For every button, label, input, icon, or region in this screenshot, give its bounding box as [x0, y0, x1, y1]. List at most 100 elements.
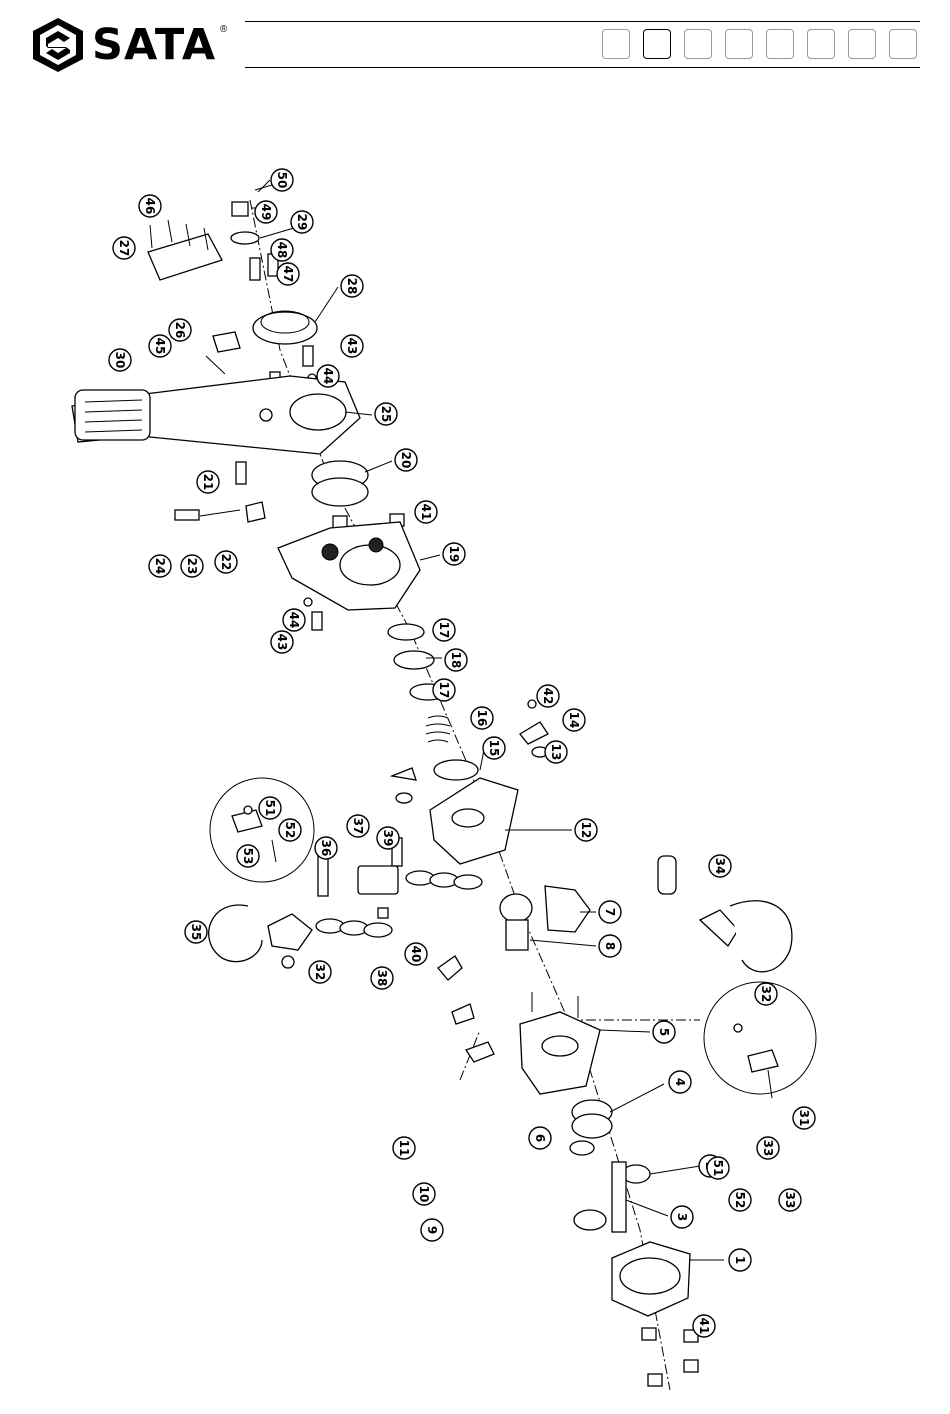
part-callout: 16	[471, 707, 493, 729]
callout-label: 14	[567, 712, 581, 729]
part-callout: 10	[413, 1183, 435, 1205]
part-callout: 24	[149, 555, 171, 577]
callout-label: 41	[697, 1318, 711, 1335]
callout-label: 49	[259, 204, 273, 221]
callout-label: 26	[173, 322, 187, 339]
callout-label: 12	[579, 822, 593, 839]
part-callout: 30	[109, 349, 131, 371]
callout-label: 19	[447, 546, 461, 563]
part-callout: 32	[309, 961, 331, 983]
part-callout: 48	[271, 239, 293, 261]
part-callout: 13	[545, 741, 567, 763]
callout-label: 52	[733, 1192, 747, 1209]
callout-label: 28	[345, 278, 359, 295]
callout-label: 32	[313, 964, 327, 981]
callout-label: 31	[797, 1110, 811, 1127]
part-callout: 51	[707, 1157, 729, 1179]
part-callout: 23	[181, 555, 203, 577]
callout-label: 53	[241, 848, 255, 865]
part-callout: 42	[537, 685, 559, 707]
part-callout: 3	[671, 1206, 693, 1228]
part-callout: 33	[779, 1189, 801, 1211]
part-callout: 14	[563, 709, 585, 731]
callout-label: 44	[321, 368, 335, 385]
callout-label: 17	[437, 682, 451, 699]
part-callout: 49	[255, 201, 277, 223]
part-callout: 17	[433, 619, 455, 641]
part-callout: 53	[237, 845, 259, 867]
part-callout: 12	[575, 819, 597, 841]
chapter-tab[interactable]	[889, 29, 917, 59]
chapter-tab[interactable]	[602, 29, 630, 59]
callout-label: 33	[783, 1192, 797, 1209]
part-callout: 31	[793, 1107, 815, 1129]
part-callout: 41	[693, 1315, 715, 1337]
callout-label: 50	[275, 172, 289, 189]
part-callout: 36	[315, 837, 337, 859]
part-callout: 43	[271, 631, 293, 653]
part-callout: 45	[149, 335, 171, 357]
callout-label: 8	[603, 942, 617, 950]
callout-label: 38	[375, 970, 389, 987]
registered-mark: ®	[220, 24, 227, 35]
callout-label: 34	[713, 858, 727, 875]
brand-name: SATA	[92, 20, 216, 70]
callout-label: 24	[153, 558, 167, 575]
chapter-tab[interactable]	[848, 29, 876, 59]
callout-label: 44	[287, 612, 301, 629]
chapter-tab[interactable]	[766, 29, 794, 59]
callout-label: 13	[549, 744, 563, 761]
part-callout: 29	[291, 211, 313, 233]
callout-label: 21	[201, 474, 215, 491]
callout-label: 48	[275, 242, 289, 259]
callout-label: 10	[417, 1186, 431, 1203]
part-callout: 6	[529, 1127, 551, 1149]
callout-label: 52	[283, 822, 297, 839]
callout-label: 5	[657, 1028, 671, 1036]
chapter-tab[interactable]	[725, 29, 753, 59]
part-callout: 4	[669, 1071, 691, 1093]
part-callout: 52	[729, 1189, 751, 1211]
chapter-tab[interactable]	[807, 29, 835, 59]
part-callout: 28	[341, 275, 363, 297]
callout-label: 51	[263, 800, 277, 817]
callout-label: 32	[759, 986, 773, 1003]
callout-label: 9	[425, 1226, 439, 1234]
header-rule-top	[245, 21, 920, 22]
callout-label: 30	[113, 352, 127, 369]
part-callout: 52	[279, 819, 301, 841]
part-callout: 25	[375, 403, 397, 425]
chapter-tab[interactable]	[643, 29, 671, 59]
part-callout: 37	[347, 815, 369, 837]
part-callout: 20	[395, 449, 417, 471]
part-callout: 9	[421, 1219, 443, 1241]
part-callout: 39	[377, 827, 399, 849]
part-callout: 41	[415, 501, 437, 523]
part-callout: 8	[599, 935, 621, 957]
callout-label: 23	[185, 558, 199, 575]
part-callout: 17	[433, 679, 455, 701]
part-callout: 21	[197, 471, 219, 493]
page-header: SATA ®	[0, 0, 950, 80]
callout-label: 18	[449, 652, 463, 669]
callout-label: 45	[153, 338, 167, 355]
part-callout: 18	[445, 649, 467, 671]
callout-label: 20	[399, 452, 413, 469]
part-callout: 26	[169, 319, 191, 341]
callout-label: 25	[379, 406, 393, 423]
callout-label: 16	[475, 710, 489, 727]
callout-label: 11	[397, 1140, 411, 1157]
callout-label: 33	[761, 1140, 775, 1157]
sata-hexagon-icon	[28, 16, 88, 74]
part-callout: 5	[653, 1021, 675, 1043]
header-rule-bottom	[245, 67, 920, 68]
callout-label: 36	[319, 840, 333, 857]
callout-label: 29	[295, 214, 309, 231]
part-callout: 44	[283, 609, 305, 631]
callout-label: 4	[673, 1078, 687, 1086]
part-callout: 44	[317, 365, 339, 387]
part-callout: 15	[483, 737, 505, 759]
part-callout: 38	[371, 967, 393, 989]
chapter-tab[interactable]	[684, 29, 712, 59]
callout-label: 3	[675, 1213, 689, 1221]
